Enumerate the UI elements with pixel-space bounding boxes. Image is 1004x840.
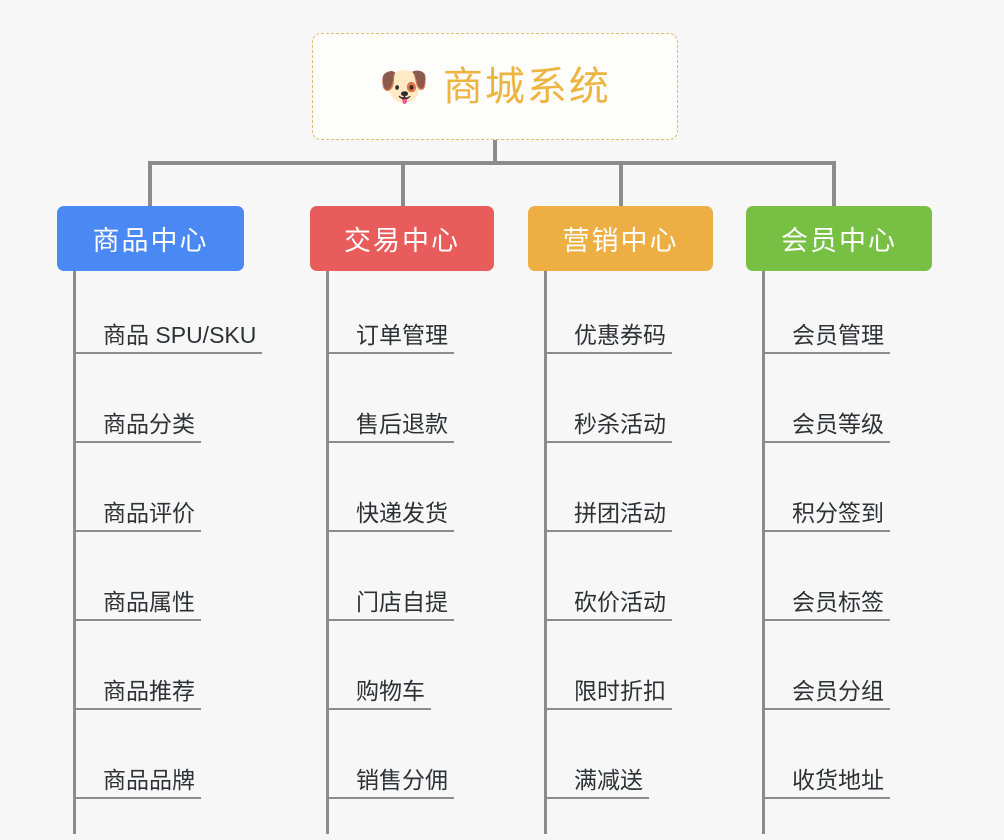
leaf-label: 收货地址 [762, 767, 890, 799]
leaf-label: 订单管理 [326, 322, 454, 354]
list-item[interactable]: 门店自提 [326, 538, 540, 627]
leaf-label: 购物车 [326, 678, 431, 710]
leaf-label: 积分签到 [762, 500, 890, 532]
leaf-list-2: 订单管理 售后退款 快递发货 门店自提 购物车 销售分佣 [326, 271, 540, 805]
leaf-label: 会员标签 [762, 589, 890, 621]
leaf-list-4: 会员管理 会员等级 积分签到 会员标签 会员分组 收货地址 [762, 271, 976, 805]
leaf-label: 商品评价 [73, 500, 201, 532]
leaf-label: 砍价活动 [544, 589, 672, 621]
root-node-mall-system[interactable]: 🐶 商城系统 [312, 33, 678, 140]
leaf-label: 售后退款 [326, 411, 454, 443]
list-item[interactable]: 砍价活动 [544, 538, 758, 627]
column-spine-2 [326, 271, 329, 834]
list-item[interactable]: 会员分组 [762, 627, 976, 716]
list-item[interactable]: 积分签到 [762, 449, 976, 538]
column-marketing-center: 营销中心 优惠券码 秒杀活动 拼团活动 砍价活动 限时折扣 满减送 [528, 206, 758, 834]
list-item[interactable]: 满减送 [544, 716, 758, 805]
category-header-marketing-center[interactable]: 营销中心 [528, 206, 713, 271]
list-item[interactable]: 商品 SPU/SKU [73, 271, 287, 360]
leaf-label: 商品 SPU/SKU [73, 322, 263, 354]
leaf-label: 门店自提 [326, 589, 454, 621]
list-item[interactable]: 商品推荐 [73, 627, 287, 716]
root-node-title: 商城系统 [442, 64, 611, 109]
list-item[interactable]: 商品属性 [73, 538, 287, 627]
leaf-label: 商品品牌 [73, 767, 201, 799]
list-item[interactable]: 拼团活动 [544, 449, 758, 538]
leaf-label: 优惠券码 [544, 322, 672, 354]
list-item[interactable]: 会员标签 [762, 538, 976, 627]
column-spine-4 [762, 271, 765, 834]
connector-drop-column-2 [401, 163, 405, 206]
column-spine-1 [73, 271, 76, 834]
leaf-label: 会员管理 [762, 322, 890, 354]
column-trade-center: 交易中心 订单管理 售后退款 快递发货 门店自提 购物车 销售分佣 [310, 206, 540, 834]
leaf-label: 快递发货 [326, 500, 454, 532]
leaf-label: 拼团活动 [544, 500, 672, 532]
connector-horizontal-bus [148, 161, 836, 165]
list-item[interactable]: 商品分类 [73, 360, 287, 449]
leaf-label: 商品分类 [73, 411, 201, 443]
category-header-member-center[interactable]: 会员中心 [746, 206, 932, 271]
category-header-trade-center[interactable]: 交易中心 [310, 206, 494, 271]
leaf-label: 商品推荐 [73, 678, 201, 710]
connector-root-stem [493, 140, 497, 164]
dog-face-icon: 🐶 [379, 64, 429, 109]
leaf-label: 会员分组 [762, 678, 890, 710]
list-item[interactable]: 购物车 [326, 627, 540, 716]
list-item[interactable]: 会员管理 [762, 271, 976, 360]
list-item[interactable]: 售后退款 [326, 360, 540, 449]
list-item[interactable]: 限时折扣 [544, 627, 758, 716]
list-item[interactable]: 收货地址 [762, 716, 976, 805]
category-header-product-center[interactable]: 商品中心 [57, 206, 244, 271]
connector-drop-column-1 [148, 163, 152, 206]
list-item[interactable]: 商品品牌 [73, 716, 287, 805]
leaf-label: 商品属性 [73, 589, 201, 621]
leaf-list-1: 商品 SPU/SKU 商品分类 商品评价 商品属性 商品推荐 商品品牌 [73, 271, 287, 805]
list-item[interactable]: 商品评价 [73, 449, 287, 538]
column-product-center: 商品中心 商品 SPU/SKU 商品分类 商品评价 商品属性 商品推荐 商品品牌 [57, 206, 317, 834]
connector-drop-column-4 [832, 163, 836, 206]
leaf-list-3: 优惠券码 秒杀活动 拼团活动 砍价活动 限时折扣 满减送 [544, 271, 758, 805]
leaf-label: 秒杀活动 [544, 411, 672, 443]
leaf-label: 销售分佣 [326, 767, 454, 799]
leaf-label: 限时折扣 [544, 678, 672, 710]
list-item[interactable]: 销售分佣 [326, 716, 540, 805]
column-spine-3 [544, 271, 547, 834]
column-member-center: 会员中心 会员管理 会员等级 积分签到 会员标签 会员分组 收货地址 [746, 206, 976, 834]
list-item[interactable]: 订单管理 [326, 271, 540, 360]
leaf-label: 会员等级 [762, 411, 890, 443]
list-item[interactable]: 会员等级 [762, 360, 976, 449]
leaf-label: 满减送 [544, 767, 649, 799]
list-item[interactable]: 快递发货 [326, 449, 540, 538]
connector-drop-column-3 [619, 163, 623, 206]
list-item[interactable]: 优惠券码 [544, 271, 758, 360]
list-item[interactable]: 秒杀活动 [544, 360, 758, 449]
